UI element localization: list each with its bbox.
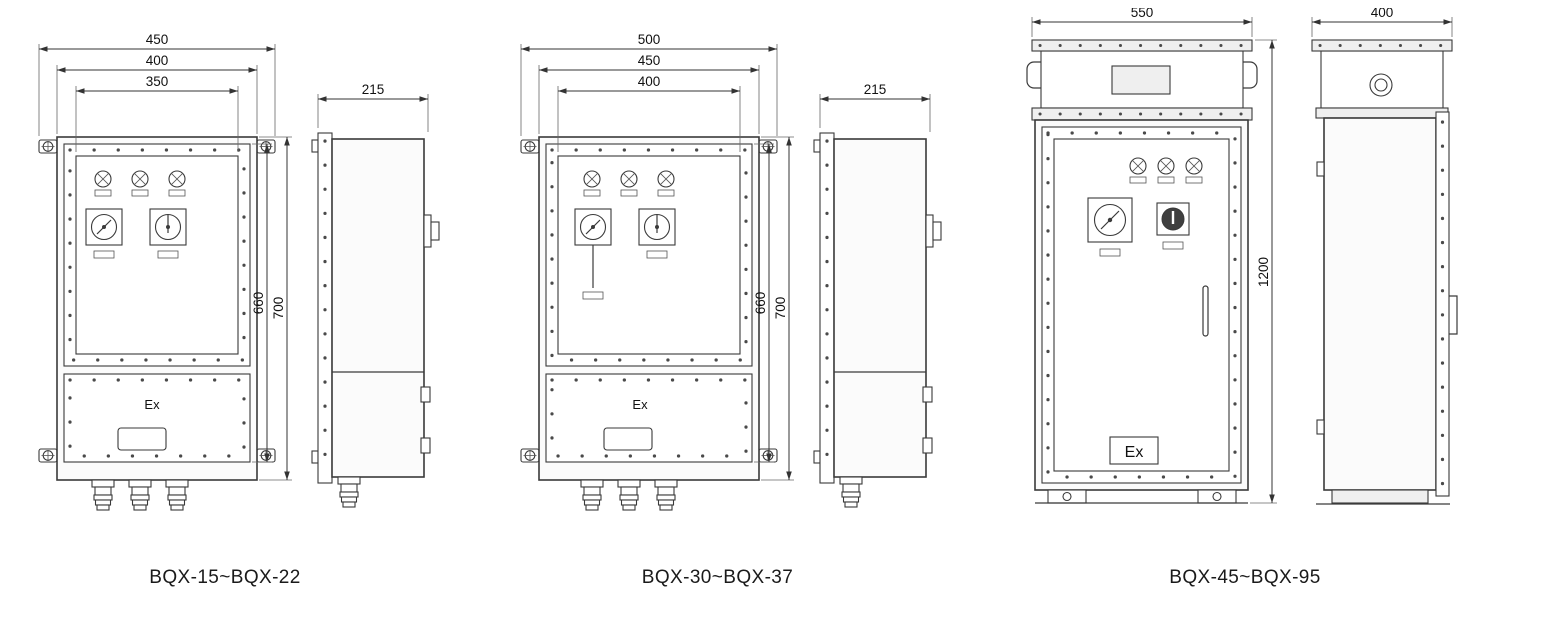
dim-height: 1200	[1250, 39, 1277, 504]
dimension-label: 350	[146, 74, 169, 89]
door-flange	[1435, 111, 1450, 497]
rotary-switch-left	[1087, 197, 1133, 257]
nameplate	[117, 427, 167, 451]
hinge	[922, 437, 933, 454]
dimension-label: 660	[251, 292, 266, 315]
dimension-label: 700	[773, 297, 788, 320]
ex-marking: Ex	[632, 397, 648, 412]
dim-width-mid: 400	[56, 53, 258, 134]
diagram-group-bqx45-95: Ex 550 1200	[1000, 8, 1550, 518]
door-bolts	[550, 148, 748, 362]
hinge	[922, 386, 933, 403]
base	[1331, 489, 1429, 504]
dim-depth: 400	[1311, 8, 1453, 37]
lower-terminal-box: Ex	[545, 373, 753, 463]
dim-depth: 215	[819, 82, 931, 132]
drawing-bqx30-37: Ex 500 450 400	[520, 32, 942, 511]
dimension-label: 660	[753, 292, 768, 315]
side-view	[311, 132, 440, 508]
diagram-group-bqx15-22: Ex 450 400 350	[20, 30, 490, 530]
dimension-label: 500	[638, 32, 661, 47]
diagram-caption-2: BQX-30~BQX-37	[641, 567, 794, 588]
door-handle	[1202, 285, 1209, 337]
drawing-bqx45-95: Ex 550 1200	[1026, 8, 1458, 505]
front-view: Ex	[520, 136, 778, 511]
lifting-lug-right	[1243, 61, 1258, 89]
switch-shaft	[925, 214, 934, 248]
diagram-caption-1: BQX-15~BQX-22	[149, 567, 301, 588]
dim-height-outer: 700	[259, 136, 292, 481]
hinge	[1316, 419, 1325, 435]
mounting-feet	[1035, 489, 1248, 504]
ex-plate: Ex	[1109, 436, 1159, 465]
front-view: Ex	[1026, 39, 1258, 504]
dim-height-inner: 660	[251, 143, 272, 463]
dim-depth: 215	[317, 82, 429, 132]
dimension-label: 215	[864, 82, 887, 97]
dim-width-inner: 350	[75, 74, 239, 152]
dimension-label: 400	[638, 74, 661, 89]
dimension-label: 450	[146, 32, 169, 47]
dimension-label: 400	[146, 53, 169, 68]
dimension-label: 400	[1371, 8, 1394, 20]
hinge	[1316, 161, 1325, 177]
dim-height-outer: 700	[761, 136, 794, 481]
front-view: Ex	[38, 136, 276, 511]
dimension-label: 700	[271, 297, 286, 320]
rotary-switch-right	[1156, 202, 1190, 250]
dim-height-inner: 660	[753, 143, 774, 463]
dim-width: 550	[1031, 8, 1253, 37]
diagram-group-bqx30-37: Ex 500 450 400	[500, 30, 970, 530]
dimension-label: 450	[638, 53, 661, 68]
dim-width-outer: 500	[520, 32, 778, 136]
dim-width-mid: 450	[538, 53, 760, 134]
nameplate	[603, 427, 653, 451]
rotary-switch-left	[574, 208, 612, 300]
dim-width-outer: 450	[38, 32, 276, 136]
rotary-switch-left	[85, 208, 123, 259]
lower-terminal-box: Ex	[63, 373, 251, 463]
lifting-lug-left	[1026, 61, 1041, 89]
hinge	[420, 437, 431, 454]
ex-marking: Ex	[144, 397, 160, 412]
dimension-label: 1200	[1256, 257, 1271, 287]
dim-width-inner: 400	[557, 74, 741, 152]
diagram-caption-3: BQX-45~BQX-95	[1169, 567, 1321, 588]
side-view	[813, 132, 942, 508]
side-handle	[1449, 295, 1458, 335]
ex-marking: Ex	[1125, 444, 1144, 461]
side-view	[1311, 39, 1458, 505]
dimension-label: 550	[1131, 8, 1154, 20]
switch-shaft	[423, 214, 432, 248]
rotary-switch-right	[638, 208, 676, 259]
drawing-bqx15-22: Ex 450 400 350	[38, 32, 440, 511]
hinge	[420, 386, 431, 403]
dimension-label: 215	[362, 82, 385, 97]
chamber-window	[1111, 65, 1171, 95]
rotary-switch-right	[149, 208, 187, 259]
